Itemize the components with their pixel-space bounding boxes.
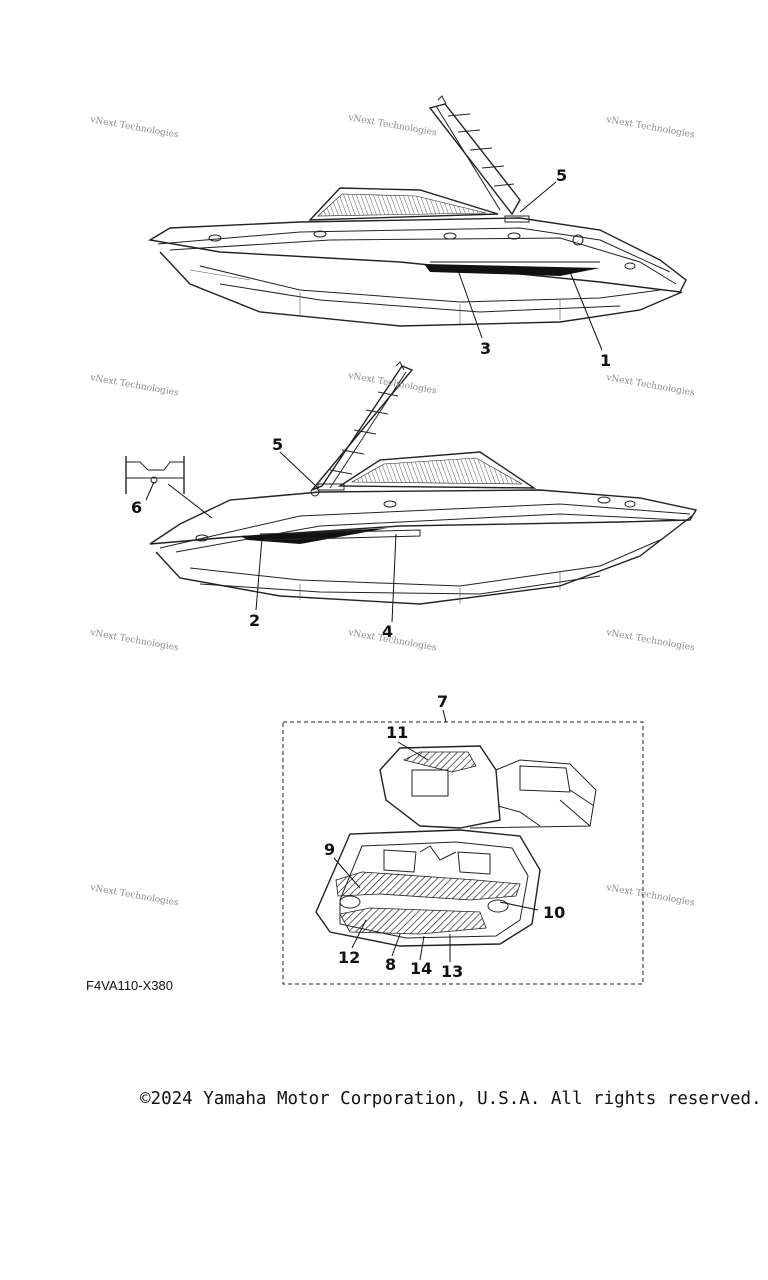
inset-detail-6 xyxy=(125,456,185,494)
watermark-text: vNext Technologies xyxy=(88,883,179,909)
callout-14: 14 xyxy=(410,959,432,978)
swim-platform-mat-illustration xyxy=(315,829,541,947)
callout-12: 12 xyxy=(338,948,360,967)
callout-8: 8 xyxy=(385,955,396,974)
figure-code: F4VA110-X380 xyxy=(86,978,173,993)
callout-13: 13 xyxy=(441,962,463,981)
callout-1: 1 xyxy=(600,351,611,370)
watermark-text: vNext Technologies xyxy=(346,113,437,139)
callout-6: 6 xyxy=(131,498,142,517)
watermark-text: vNext Technologies xyxy=(88,628,179,654)
boat-port-illustration xyxy=(149,361,698,605)
callout-10: 10 xyxy=(543,903,565,922)
watermark-text: vNext Technologies xyxy=(604,115,695,141)
callout-9: 9 xyxy=(324,840,335,859)
leader-lines xyxy=(145,181,603,962)
watermark-text: vNext Technologies xyxy=(604,628,695,654)
swim-step-illustration xyxy=(379,745,597,829)
callout-labels: 5 3 1 5 6 2 4 7 11 9 10 12 8 14 13 xyxy=(131,166,611,981)
watermark-text: vNext Technologies xyxy=(604,883,695,909)
callout-5-middle: 5 xyxy=(272,435,283,454)
callout-4: 4 xyxy=(382,622,393,641)
callout-11: 11 xyxy=(386,723,408,742)
callout-5-top: 5 xyxy=(556,166,567,185)
watermark-text: vNext Technologies xyxy=(88,115,179,141)
callout-2: 2 xyxy=(249,611,260,630)
watermark-text: vNext Technologies xyxy=(88,373,179,399)
callout-7: 7 xyxy=(437,692,448,711)
copyright-notice: ©2024 Yamaha Motor Corporation, U.S.A. A… xyxy=(140,1089,762,1109)
kit-7-dashed-frame xyxy=(282,721,644,985)
callout-3: 3 xyxy=(480,339,491,358)
boat-starboard-illustration xyxy=(148,95,687,327)
watermark-text: vNext Technologies xyxy=(604,373,695,399)
